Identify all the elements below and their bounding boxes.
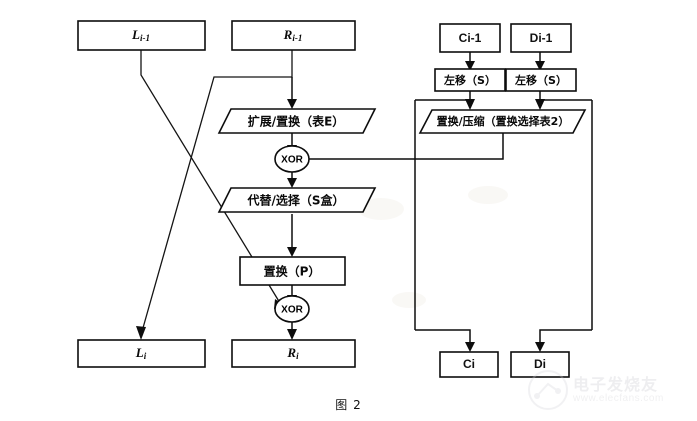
box-shift-right xyxy=(505,68,577,92)
arrowhead-compress-right xyxy=(535,99,545,110)
arrowhead-substitute xyxy=(287,178,297,188)
box-l-in-label: Li-1 xyxy=(131,27,150,43)
box-permute-p-label: 置换（P） xyxy=(264,264,321,279)
box-permute-p xyxy=(239,256,346,286)
box-ci-out xyxy=(439,351,499,378)
arrowhead-expand xyxy=(287,99,297,109)
shape-permute-compress-label: 置换/压缩（置换选择表2） xyxy=(437,114,570,128)
xor-top-label: XOR xyxy=(281,155,303,166)
xor-top xyxy=(274,145,310,173)
xor-bottom-label: XOR xyxy=(281,305,303,316)
connector-l-to-xor-bottom xyxy=(140,50,281,304)
shape-substitute-select-label: 代替/选择（S盒） xyxy=(246,193,344,208)
connector-keybox-bottom-right xyxy=(539,329,592,344)
shape-substitute-select xyxy=(217,187,377,213)
box-shift-left xyxy=(434,68,506,92)
box-l-out-label: Li xyxy=(135,345,147,361)
box-di-out xyxy=(510,351,570,378)
arrowhead-r-out xyxy=(287,329,297,340)
connector-group-key-right xyxy=(465,52,593,352)
shape-permute-compress xyxy=(418,109,587,134)
box-r-out-label: Ri xyxy=(286,345,299,361)
box-shift-left-label: 左移（S） xyxy=(443,73,496,87)
connector-r-to-l-out xyxy=(140,50,293,336)
box-r-out xyxy=(231,339,356,368)
box-l-out xyxy=(77,339,206,368)
box-shift-right-label: 左移（S） xyxy=(514,73,567,87)
shape-expand-permute xyxy=(217,108,377,134)
xor-bottom xyxy=(274,295,310,323)
box-di-out-label: Di xyxy=(534,357,546,371)
shape-expand-permute-label: 扩展/置换（表E） xyxy=(248,114,345,129)
box-ci-in xyxy=(439,23,501,53)
arrowhead-shift-left xyxy=(465,61,475,71)
connector-group-subkey xyxy=(308,99,504,352)
connector-keybox-bottom-left xyxy=(415,329,471,344)
arrowhead-permute xyxy=(287,247,297,257)
box-di-in xyxy=(510,23,572,53)
arrowhead-l-out xyxy=(136,326,146,340)
figure-caption: 图 2 xyxy=(335,398,362,412)
box-ci-in-label: Ci-1 xyxy=(459,31,482,45)
box-r-in-label: Ri-1 xyxy=(283,27,303,43)
arrowhead-ci-out xyxy=(465,342,475,352)
connector-compress-down-left xyxy=(415,133,504,160)
box-di-in-label: Di-1 xyxy=(530,31,553,45)
box-l-in xyxy=(77,20,206,51)
arrowhead-shift-right xyxy=(535,61,545,71)
arrowhead-di-out xyxy=(535,342,545,352)
box-ci-out-label: Ci xyxy=(463,357,475,371)
box-r-in xyxy=(231,20,356,51)
arrowhead-compress-left xyxy=(465,99,475,110)
